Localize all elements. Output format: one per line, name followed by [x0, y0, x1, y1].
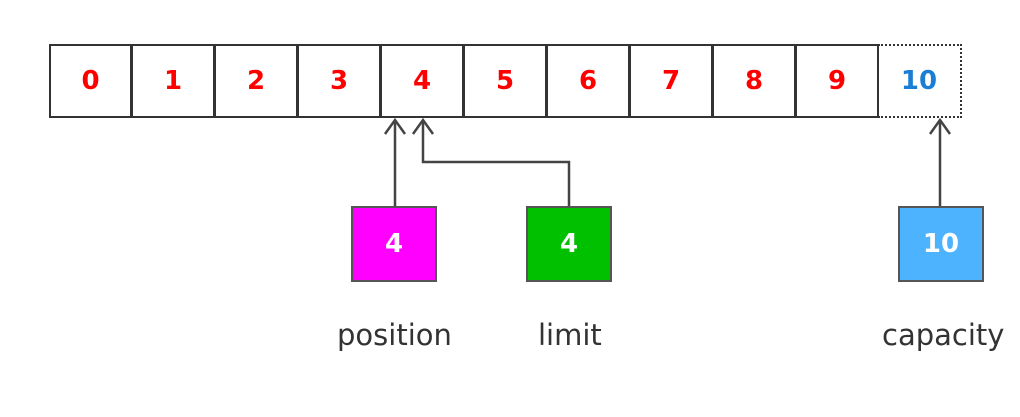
- position-label: position: [337, 318, 452, 352]
- buffer-cell-10: 10: [878, 44, 962, 118]
- capacity-label: capacity: [882, 318, 1005, 352]
- capacity-value-box: 10: [898, 206, 984, 282]
- limit-label: limit: [538, 318, 602, 352]
- buffer-cell-9: 9: [795, 44, 879, 118]
- limit-value-box: 4: [526, 206, 612, 282]
- position-arrow-head: [383, 117, 407, 135]
- limit-arrow-shaft: [421, 120, 571, 206]
- capacity-arrow-head: [928, 117, 952, 135]
- position-value-box: 4: [351, 206, 437, 282]
- limit-arrow-head: [411, 117, 435, 135]
